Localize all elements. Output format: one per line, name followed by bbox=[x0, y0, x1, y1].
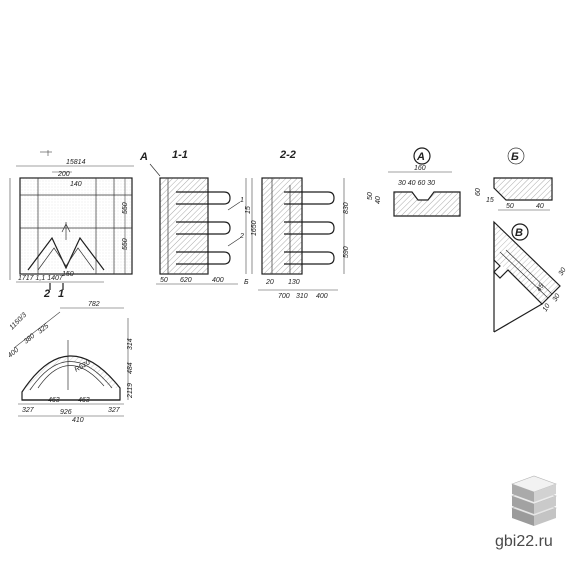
section-2-2-height: 1650 bbox=[251, 220, 258, 236]
detail-b-h: 60 bbox=[475, 188, 482, 196]
arch-c1: 410 bbox=[72, 417, 84, 424]
arch-w4: 327 bbox=[108, 407, 121, 414]
detail-a: А 160 30 40 60 30 50 40 bbox=[367, 147, 461, 217]
main-cut-1: 1 bbox=[58, 288, 64, 300]
arch-side-dim: 1150/3 bbox=[8, 312, 28, 332]
section-1-1-w1: 50 bbox=[160, 277, 168, 284]
gbi22-logo-icon bbox=[511, 475, 557, 526]
detail-a-top: 160 bbox=[414, 165, 426, 172]
main-height-550a: 550 bbox=[122, 202, 129, 214]
section-2-2-w1: 20 bbox=[265, 279, 274, 286]
arch-r2: 380 bbox=[23, 333, 37, 346]
main-cut-2: 2 bbox=[43, 288, 50, 300]
main-front-view: 15814 200 140 550 550 1717 1,1 1407 150 … bbox=[9, 150, 161, 300]
arch-h1: 314 bbox=[127, 338, 134, 350]
detail-b-title: Б bbox=[511, 151, 519, 163]
detail-v-c: 10 bbox=[542, 303, 552, 313]
section-2-2-h1: 830 bbox=[343, 202, 350, 214]
detail-a-h: 50 bbox=[367, 192, 374, 200]
arch-r3: 325 bbox=[37, 323, 51, 336]
arch-h2: 484 bbox=[127, 362, 134, 374]
arch-w1: 327 bbox=[22, 407, 35, 414]
section-2-2-w4: 310 bbox=[296, 293, 308, 300]
section-1-1-mark-1: 1 bbox=[240, 197, 244, 204]
section-1-1-w3: 400 bbox=[212, 277, 224, 284]
arch-h3: 2119 bbox=[127, 383, 134, 399]
section-1-1-top-dim: 15 bbox=[245, 206, 252, 214]
section-1-1-mark-2: 2 bbox=[239, 233, 244, 240]
site-watermark[interactable]: gbi22.ru bbox=[495, 533, 553, 550]
detail-a-title: А bbox=[416, 151, 425, 163]
detail-v-title: В bbox=[515, 227, 523, 239]
detail-b-w1: 50 bbox=[506, 203, 514, 210]
section-2-2: 2-2 1650 830 590 20 130 700 310 400 Б bbox=[244, 149, 350, 300]
section-1-1-w2: 620 bbox=[180, 277, 192, 284]
main-dim-200: 200 bbox=[57, 171, 70, 178]
section-2-2-rods bbox=[284, 191, 335, 265]
detail-v: В 30 30 10 45 bbox=[493, 220, 568, 333]
section-2-2-title: 2-2 bbox=[279, 149, 296, 161]
main-dim-140: 140 bbox=[70, 181, 82, 188]
main-side-label: А bbox=[139, 151, 148, 163]
detail-b-n: 15 bbox=[486, 197, 494, 204]
arch-view: 782 1150/3 400 380 325 R520 314 484 2119… bbox=[7, 301, 134, 424]
section-2-2-w2: 130 bbox=[288, 279, 300, 286]
arch-w2: 463 bbox=[48, 397, 60, 404]
detail-a-h2: 40 bbox=[375, 196, 382, 204]
main-width-dim: 15814 bbox=[66, 159, 86, 166]
section-2-2-h2: 590 bbox=[343, 246, 350, 258]
section-2-2-mark: Б bbox=[244, 279, 249, 286]
arch-top-dim: 782 bbox=[88, 301, 100, 308]
section-2-2-w5: 400 bbox=[316, 293, 328, 300]
detail-b-w2: 40 bbox=[536, 203, 544, 210]
main-bottom-dim: 1717 1,1 1407 bbox=[18, 275, 64, 282]
detail-v-b: 30 bbox=[552, 293, 562, 303]
section-2-2-w3: 700 bbox=[278, 293, 290, 300]
main-height-550b: 550 bbox=[122, 238, 129, 250]
detail-v-d: 45 bbox=[536, 283, 546, 293]
section-1-1: 1-1 1 2 15 50 620 400 bbox=[156, 149, 252, 285]
main-mid-dim: 150 bbox=[62, 271, 74, 278]
section-1-1-title: 1-1 bbox=[172, 149, 188, 161]
detail-a-dims: 30 40 60 30 bbox=[398, 180, 435, 187]
arch-w3: 463 bbox=[78, 397, 90, 404]
section-1-1-rods bbox=[176, 191, 231, 265]
detail-b: Б 60 15 50 40 bbox=[475, 147, 553, 211]
detail-v-a: 30 bbox=[558, 267, 568, 277]
arch-total: 926 bbox=[60, 409, 72, 416]
arch-r1: 400 bbox=[7, 347, 21, 360]
